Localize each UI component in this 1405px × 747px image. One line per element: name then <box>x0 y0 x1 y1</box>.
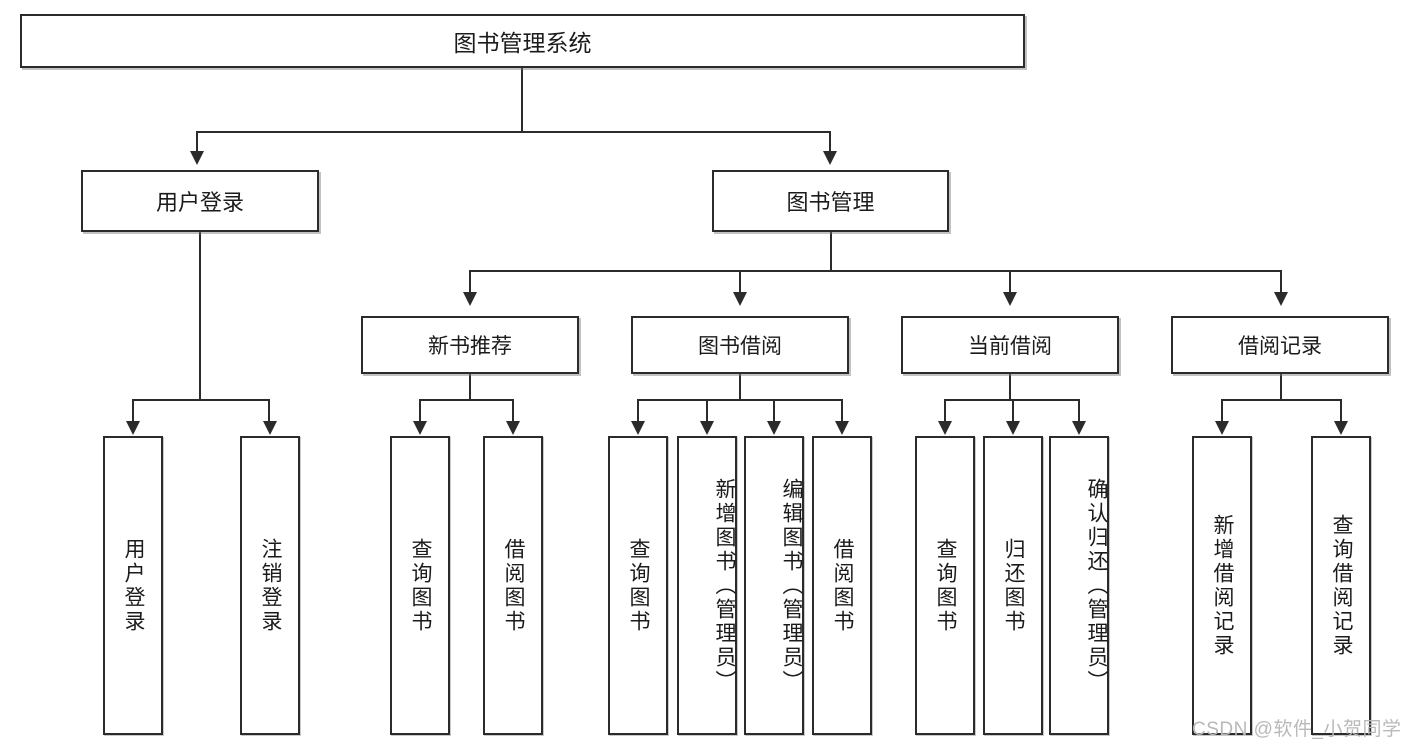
connector-level2-bus <box>196 131 831 133</box>
arrow-to-current-borrow <box>1003 292 1017 306</box>
node-current-borrow[interactable]: 当前借阅 <box>901 316 1119 374</box>
arrow-borrow-leaf-4 <box>835 421 849 435</box>
leaf-query-book-current[interactable]: 查询图书 <box>915 436 975 735</box>
leaf-query-borrow-record[interactable]: 查询借阅记录 <box>1311 436 1371 735</box>
node-book-management[interactable]: 图书管理 <box>712 170 949 232</box>
arrow-current-leaf-2 <box>1006 421 1020 435</box>
connector-user-login-stem <box>199 232 201 400</box>
connector-current-drop-2 <box>1012 399 1014 421</box>
node-label: 用户登录 <box>155 190 244 215</box>
arrow-to-borrow-record <box>1274 292 1288 306</box>
connector-level3-drop-2 <box>739 270 741 292</box>
arrow-current-leaf-1 <box>938 421 952 435</box>
node-label: 图书借阅 <box>698 335 782 358</box>
connector-user-login-drop-2 <box>268 399 270 421</box>
connector-record-bus <box>1221 399 1341 401</box>
leaf-user-login[interactable]: 用户登录 <box>103 436 163 735</box>
leaf-logout-login[interactable]: 注销登录 <box>240 436 300 735</box>
arrow-to-new-book-recommend <box>463 292 477 306</box>
connector-level3-drop-4 <box>1280 270 1282 292</box>
connector-current-drop-3 <box>1078 399 1080 421</box>
connector-borrow-drop-4 <box>841 399 843 421</box>
node-book-borrow[interactable]: 图书借阅 <box>631 316 849 374</box>
watermark-text: CSDN @软件_小贺同学 <box>1192 719 1402 740</box>
connector-recommend-bus <box>419 399 513 401</box>
node-borrow-record[interactable]: 借阅记录 <box>1171 316 1389 374</box>
node-label: 查询借阅记录 <box>1330 513 1354 658</box>
node-label: 借阅图书 <box>502 537 526 634</box>
connector-user-login-bus <box>132 399 269 401</box>
connector-user-login-drop-1 <box>132 399 134 421</box>
leaf-confirm-return-admin[interactable]: 确认归还（管理员） <box>1049 436 1109 735</box>
node-label: 借阅记录 <box>1238 335 1322 358</box>
connector-level3-drop-1 <box>469 270 471 292</box>
node-label: 查询图书 <box>409 537 433 634</box>
arrow-to-book-borrow <box>733 292 747 306</box>
leaf-query-book-borrow[interactable]: 查询图书 <box>608 436 668 735</box>
connector-current-drop-1 <box>944 399 946 421</box>
node-label: 注销登录 <box>259 537 283 634</box>
node-root-book-management-system[interactable]: 图书管理系统 <box>20 14 1025 68</box>
node-new-book-recommend[interactable]: 新书推荐 <box>361 316 579 374</box>
leaf-add-book-admin[interactable]: 新增图书（管理员） <box>677 436 737 735</box>
connector-record-drop-1 <box>1221 399 1223 421</box>
arrow-to-user-login <box>190 151 204 165</box>
node-label: 用户登录 <box>122 537 146 634</box>
connector-level2-drop-left <box>196 131 198 151</box>
node-label: 确认归还（管理员） <box>1085 477 1108 694</box>
node-label: 新增图书（管理员） <box>713 477 736 694</box>
node-label: 编辑图书（管理员） <box>780 477 803 694</box>
connector-borrow-stem <box>739 374 741 400</box>
connector-borrow-drop-2 <box>706 399 708 421</box>
connector-recommend-drop-2 <box>512 399 514 421</box>
node-label: 查询图书 <box>934 537 958 634</box>
arrow-borrow-leaf-1 <box>631 421 645 435</box>
arrow-recommend-leaf-1 <box>413 421 427 435</box>
node-label: 查询图书 <box>627 537 651 634</box>
connector-recommend-drop-1 <box>419 399 421 421</box>
connector-level3-drop-3 <box>1009 270 1011 292</box>
leaf-borrow-book-recommend[interactable]: 借阅图书 <box>483 436 543 735</box>
node-label: 借阅图书 <box>831 537 855 634</box>
connector-record-drop-2 <box>1340 399 1342 421</box>
leaf-borrow-book[interactable]: 借阅图书 <box>812 436 872 735</box>
connector-borrow-bus <box>637 399 842 401</box>
arrow-record-leaf-1 <box>1215 421 1229 435</box>
leaf-return-book[interactable]: 归还图书 <box>983 436 1043 735</box>
connector-borrow-drop-3 <box>773 399 775 421</box>
node-label: 新书推荐 <box>428 335 512 358</box>
node-label: 归还图书 <box>1002 537 1026 634</box>
connector-recommend-stem <box>469 374 471 400</box>
arrow-to-book-management <box>823 151 837 165</box>
arrow-borrow-leaf-2 <box>700 421 714 435</box>
leaf-add-borrow-record[interactable]: 新增借阅记录 <box>1192 436 1252 735</box>
arrow-current-leaf-3 <box>1072 421 1086 435</box>
leaf-edit-book-admin[interactable]: 编辑图书（管理员） <box>744 436 804 735</box>
node-label: 新增借阅记录 <box>1211 513 1235 658</box>
node-user-login[interactable]: 用户登录 <box>81 170 319 232</box>
node-label: 图书管理 <box>786 190 875 215</box>
leaf-query-book-recommend[interactable]: 查询图书 <box>390 436 450 735</box>
connector-record-stem <box>1280 374 1282 400</box>
arrow-to-leaf-logout <box>263 421 277 435</box>
arrow-recommend-leaf-2 <box>506 421 520 435</box>
connector-current-stem <box>1009 374 1011 400</box>
arrow-to-leaf-user-login <box>126 421 140 435</box>
arrow-record-leaf-2 <box>1334 421 1348 435</box>
connector-current-bus <box>944 399 1078 401</box>
connector-borrow-drop-1 <box>637 399 639 421</box>
node-label: 当前借阅 <box>968 335 1052 358</box>
connector-level2-drop-right <box>829 131 831 151</box>
connector-root-stem <box>521 68 523 132</box>
connector-book-management-stem <box>830 232 832 271</box>
arrow-borrow-leaf-3 <box>767 421 781 435</box>
node-label: 图书管理系统 <box>453 30 592 56</box>
connector-level3-bus <box>469 270 1281 272</box>
